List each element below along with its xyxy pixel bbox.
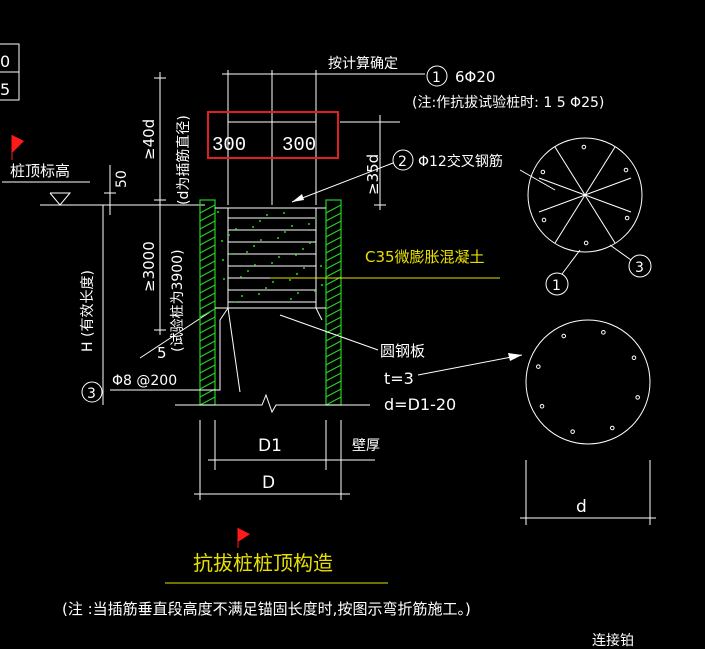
concrete-callout: C35微膨胀混凝土 — [270, 248, 500, 279]
concrete-label: C35微膨胀混凝土 — [365, 248, 485, 266]
dim-H: H (有效长度) — [80, 204, 109, 405]
drawing-title-group: 抗拔桩桩顶构造 (注 :当插筋垂直段高度不满足锚固长度时,按图示弯折筋施工。) … — [62, 528, 634, 649]
dim-40d: ≥40d (d为插筋直径) — [140, 72, 192, 205]
rebar1-callout: 按计算确定 1 6Φ20 (注:作抗拔试验桩时: 1 5 Φ25) — [328, 56, 604, 111]
callout-circle-1 — [426, 65, 448, 87]
rebar-extensions — [222, 70, 425, 205]
drawing-note: (注 :当插筋垂直段高度不满足锚固长度时,按图示弯折筋施工。) — [62, 600, 471, 618]
drawing-title: 抗拔桩桩顶构造 — [193, 551, 333, 575]
flag-icon — [12, 135, 24, 153]
dim-diameters: D1 D 壁厚 — [194, 420, 380, 500]
wall-thickness-label: 壁厚 — [352, 438, 380, 454]
dim-50: 50 — [104, 165, 130, 215]
plate-title: 圆钢板 — [380, 342, 425, 360]
dim-300-right: 300 — [282, 134, 316, 156]
dim-300-group: 300 300 — [207, 111, 339, 159]
callout-circle-2 — [392, 149, 414, 171]
callout-1-right-number: 1 — [552, 278, 561, 294]
stirrup-callout: 3 Φ8 @200 — [81, 373, 177, 403]
left-table-cell-1: 0 — [0, 52, 10, 71]
elevation-triangle-icon — [49, 192, 72, 206]
callout-1-number: 1 — [432, 70, 441, 86]
callout-circle-3-right — [628, 254, 652, 278]
D1-label: D1 — [258, 436, 282, 456]
dim-3000: ≥3000 (试验桩为3900) — [140, 205, 186, 352]
dim-300-left: 300 — [212, 134, 246, 156]
section-circle-plate: d — [520, 319, 656, 525]
callout-circle-1-right — [545, 272, 569, 296]
section-circle-top: 1 3 — [519, 137, 652, 296]
title-flag-icon — [238, 528, 250, 542]
H-label: H (有效长度) — [80, 270, 96, 352]
plate-diameter: d=D1-20 — [384, 395, 456, 414]
callout-circle-3-left — [81, 381, 103, 403]
calc-determined-label: 按计算确定 — [328, 56, 398, 72]
callout-2-number: 2 — [398, 154, 407, 170]
callout-3-right-number: 3 — [635, 260, 644, 276]
D-label: D — [262, 473, 275, 493]
dim-5: 5 — [139, 311, 211, 362]
rebar1-note: (注:作抗拔试验桩时: 1 5 Φ25) — [412, 94, 604, 111]
rebar1-label: 6Φ20 — [455, 68, 495, 86]
dim-3000-note: (试验桩为3900) — [169, 249, 186, 352]
plate-thickness: t=3 — [384, 369, 414, 388]
rebar2-callout: 2 Φ12交叉钢筋 — [291, 149, 503, 203]
dim-40d-note: (d为插筋直径) — [175, 115, 192, 205]
left-table: 0 5 — [0, 43, 20, 101]
dim-3000-label: ≥3000 — [140, 241, 158, 292]
dim-35d: ≥35d — [340, 115, 400, 210]
d-small-label: d — [576, 497, 587, 517]
dim-40d-label: ≥40d — [140, 119, 158, 160]
callout-3-left-number: 3 — [87, 386, 96, 402]
left-table-cell-2: 5 — [0, 80, 10, 99]
dim-50-label: 50 — [114, 170, 130, 188]
pile-section — [110, 199, 370, 414]
dim-5-label: 5 — [157, 344, 167, 362]
dim-35d-label: ≥35d — [364, 154, 382, 195]
steel-plate-callout: 圆钢板 t=3 d=D1-20 — [279, 314, 523, 414]
pile-top-elev-label: 桩顶标高 — [10, 162, 70, 180]
pile-top-elevation: 桩顶标高 — [2, 135, 205, 206]
stirrup-label: Φ8 @200 — [112, 373, 177, 389]
bottom-right-label: 连接铂 — [592, 632, 634, 649]
highlight-box — [207, 111, 339, 159]
rebar2-label: Φ12交叉钢筋 — [418, 153, 503, 170]
